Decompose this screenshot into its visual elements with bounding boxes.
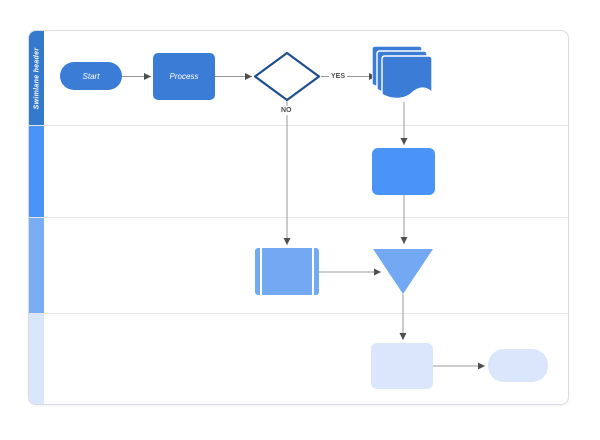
multi-document-node[interactable] [372, 46, 433, 103]
document-page-front[interactable] [381, 55, 433, 100]
merge-node[interactable] [371, 247, 435, 296]
predefined-process-node[interactable] [255, 248, 319, 295]
lane-2-header-segment[interactable] [29, 125, 44, 217]
lane-divider-1 [29, 125, 568, 126]
end-node[interactable] [488, 349, 548, 382]
swimlane-header-strip: Swimlane header [29, 31, 44, 404]
start-node[interactable]: Start [60, 62, 122, 90]
process-node-label: Process [169, 72, 199, 81]
predefined-process-right-bar [312, 248, 314, 295]
lane-divider-3 [29, 313, 568, 314]
decision-diamond-shape[interactable] [253, 51, 321, 102]
decision-node[interactable] [253, 51, 321, 102]
process-node[interactable]: Process [153, 53, 215, 100]
lane-4-header-segment[interactable] [29, 313, 44, 404]
lane-1-header-segment[interactable] [29, 31, 44, 125]
start-node-label: Start [82, 71, 100, 81]
lane-3-header-segment[interactable] [29, 217, 44, 313]
result-node[interactable] [371, 343, 433, 389]
edge-label-yes[interactable]: YES [329, 72, 348, 81]
step-node[interactable] [372, 148, 435, 195]
edge-label-no[interactable]: NO [279, 106, 294, 115]
swimlane-header-label: Swimlane header [33, 47, 41, 109]
merge-triangle-shape[interactable] [373, 249, 433, 294]
lane-divider-2 [29, 217, 568, 218]
predefined-process-left-bar [260, 248, 262, 295]
swimlane-header-label-wrap: Swimlane header [29, 31, 44, 125]
